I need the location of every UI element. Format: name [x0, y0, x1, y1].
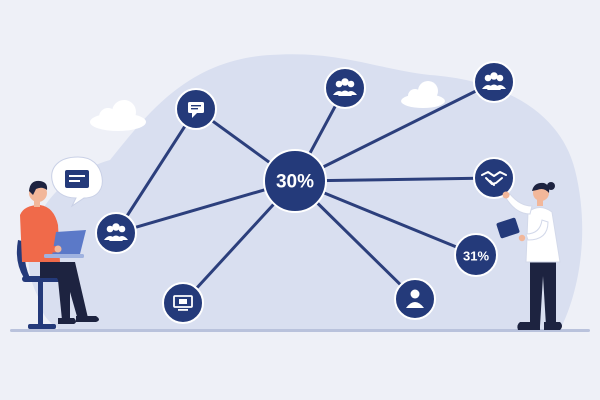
handshake-icon [481, 171, 507, 186]
hub-label: 30% [276, 172, 314, 193]
cloud-right [401, 81, 445, 108]
monitor-icon [173, 295, 193, 311]
chat-bubble-icon [51, 156, 103, 208]
chat-icon [188, 102, 204, 118]
stat-label: 31% [463, 249, 489, 264]
floor-line [10, 329, 590, 332]
node-group-top-right [473, 61, 515, 103]
cloud-left [90, 100, 146, 131]
node-chat [175, 88, 217, 130]
node-group-top [324, 67, 366, 109]
node-stat: 31% [454, 233, 498, 277]
group-icon [482, 72, 506, 90]
node-monitor [162, 282, 204, 324]
user-icon [406, 289, 424, 308]
node-user [394, 278, 436, 320]
node-group-left [95, 212, 137, 254]
group-icon [333, 78, 357, 96]
hub-node: 30% [263, 149, 327, 213]
seated-person [16, 156, 103, 329]
node-handshake [473, 157, 515, 199]
standing-person [496, 182, 562, 330]
group-icon [104, 223, 128, 241]
